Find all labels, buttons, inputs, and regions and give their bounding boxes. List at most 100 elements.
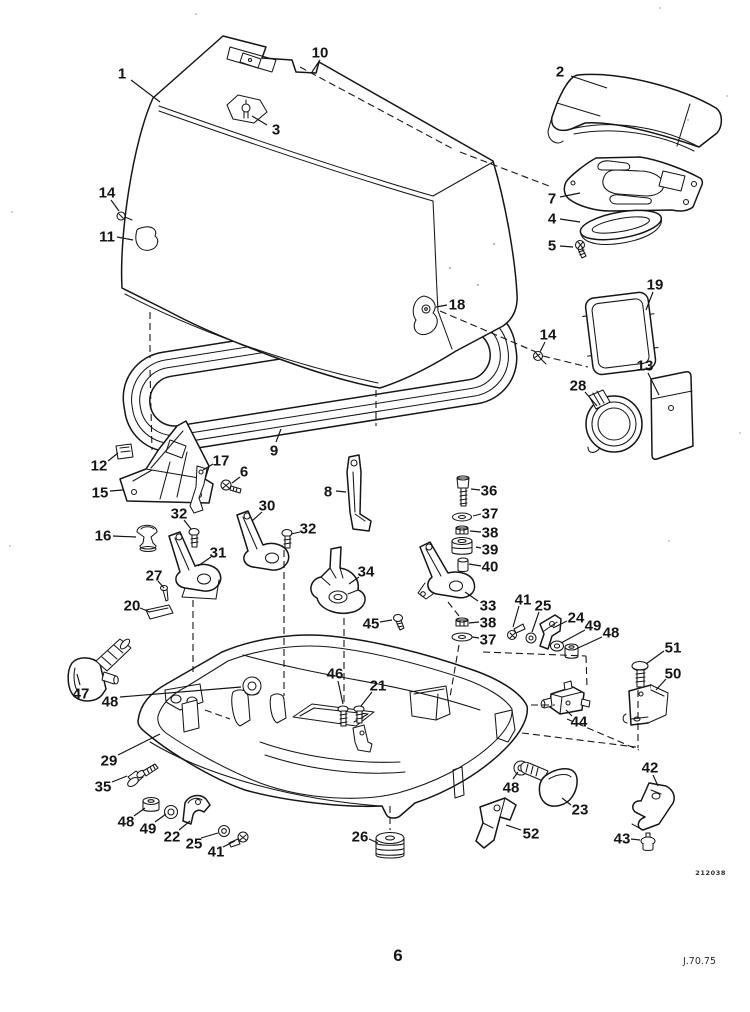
part-pouch-13 <box>650 371 694 460</box>
svg-text:23: 23 <box>572 801 589 818</box>
svg-text:25: 25 <box>186 835 203 852</box>
part-bracket-24 <box>539 614 562 650</box>
callout-48: 48 <box>118 807 146 830</box>
part-screw-41b <box>228 831 249 848</box>
svg-text:45: 45 <box>363 615 380 632</box>
callout-24: 24 <box>552 609 585 629</box>
part-engine-cover-1 <box>116 35 518 389</box>
callout-5: 5 <box>548 237 574 254</box>
callout-21: 21 <box>360 677 386 707</box>
svg-text:27: 27 <box>146 567 163 584</box>
part-grommet-26 <box>375 831 405 859</box>
callout-7: 7 <box>548 190 581 207</box>
svg-text:40: 40 <box>482 558 499 575</box>
callout-34: 34 <box>348 563 375 585</box>
part-washer-37a <box>451 512 473 522</box>
callout-49: 49 <box>140 813 167 837</box>
callout-20: 20 <box>124 597 151 614</box>
callout-36: 36 <box>470 482 498 499</box>
part-knob-23 <box>520 761 578 807</box>
svg-text:50: 50 <box>665 665 682 682</box>
svg-text:16: 16 <box>95 527 112 544</box>
part-pin-27 <box>159 584 169 602</box>
callout-1: 1 <box>118 65 161 103</box>
callout-3: 3 <box>251 115 280 138</box>
callout-15: 15 <box>92 484 124 501</box>
part-top-cover-2 <box>547 73 723 152</box>
part-washer-37b <box>451 632 473 642</box>
svg-text:51: 51 <box>665 639 682 656</box>
svg-text:20: 20 <box>124 597 141 614</box>
part-switch-44 <box>540 680 591 715</box>
callout-43: 43 <box>614 830 641 847</box>
callout-25: 25 <box>186 832 219 852</box>
callout-39: 39 <box>475 541 498 558</box>
callout-31: 31 <box>197 544 227 567</box>
part-bolt-46 <box>337 705 349 727</box>
callout-32: 32 <box>171 505 192 530</box>
callout-16: 16 <box>95 527 137 544</box>
svg-text:30: 30 <box>259 497 276 514</box>
svg-text:48: 48 <box>118 813 135 830</box>
svg-text:49: 49 <box>140 820 157 837</box>
callout-41: 41 <box>512 591 531 628</box>
svg-text:41: 41 <box>208 843 225 860</box>
callout-6: 6 <box>231 463 248 484</box>
callout-4: 4 <box>548 210 581 227</box>
alignment-dashed-lines <box>149 66 640 830</box>
callout-11: 11 <box>99 228 134 245</box>
svg-text:10: 10 <box>312 44 329 61</box>
svg-text:1: 1 <box>118 65 126 82</box>
revision-code: J.70.75 <box>682 956 716 967</box>
callout-10: 10 <box>311 44 329 73</box>
callout-32: 32 <box>290 520 316 537</box>
part-coiled-line-28 <box>585 389 643 453</box>
callout-52: 52 <box>505 824 539 842</box>
callout-2: 2 <box>556 63 608 89</box>
callout-48: 48 <box>503 771 520 796</box>
svg-text:31: 31 <box>210 544 227 561</box>
part-bracket-30 <box>236 510 290 571</box>
svg-text:35: 35 <box>95 778 112 795</box>
svg-text:14: 14 <box>540 326 557 343</box>
svg-text:34: 34 <box>358 563 375 580</box>
part-bolt-43 <box>640 832 656 852</box>
svg-text:43: 43 <box>614 830 631 847</box>
callout-47: 47 <box>73 673 89 702</box>
svg-text:48: 48 <box>503 779 520 796</box>
callout-51: 51 <box>645 639 682 665</box>
callout-25: 25 <box>531 597 551 633</box>
svg-text:38: 38 <box>480 614 497 631</box>
svg-text:8: 8 <box>324 483 332 500</box>
svg-text:15: 15 <box>92 484 109 501</box>
svg-text:5: 5 <box>548 237 556 254</box>
svg-text:17: 17 <box>213 452 230 469</box>
callout-48: 48 <box>577 624 620 649</box>
svg-text:46: 46 <box>327 665 344 682</box>
callout-41: 41 <box>208 840 236 860</box>
part-grommet-48-upper <box>242 676 262 696</box>
callout-35: 35 <box>95 775 128 795</box>
svg-text:37: 37 <box>480 631 497 648</box>
part-bolt-21 <box>353 705 365 724</box>
svg-text:11: 11 <box>99 228 115 245</box>
callout-40: 40 <box>468 558 499 575</box>
svg-text:48: 48 <box>603 624 620 641</box>
svg-text:33: 33 <box>480 597 497 614</box>
callout-44: 44 <box>565 709 588 730</box>
svg-text:36: 36 <box>481 482 498 499</box>
svg-text:6: 6 <box>240 463 248 480</box>
part-spacer-40 <box>457 557 469 573</box>
svg-text:13: 13 <box>637 357 654 374</box>
callout-38: 38 <box>469 524 498 541</box>
svg-text:48: 48 <box>102 693 119 710</box>
callout-12: 12 <box>91 452 119 474</box>
callout-38: 38 <box>468 614 497 631</box>
part-washer-49b <box>163 804 179 820</box>
svg-text:22: 22 <box>164 828 181 845</box>
svg-text:37: 37 <box>482 505 499 522</box>
callout-42: 42 <box>642 759 659 787</box>
svg-text:19: 19 <box>647 276 664 293</box>
